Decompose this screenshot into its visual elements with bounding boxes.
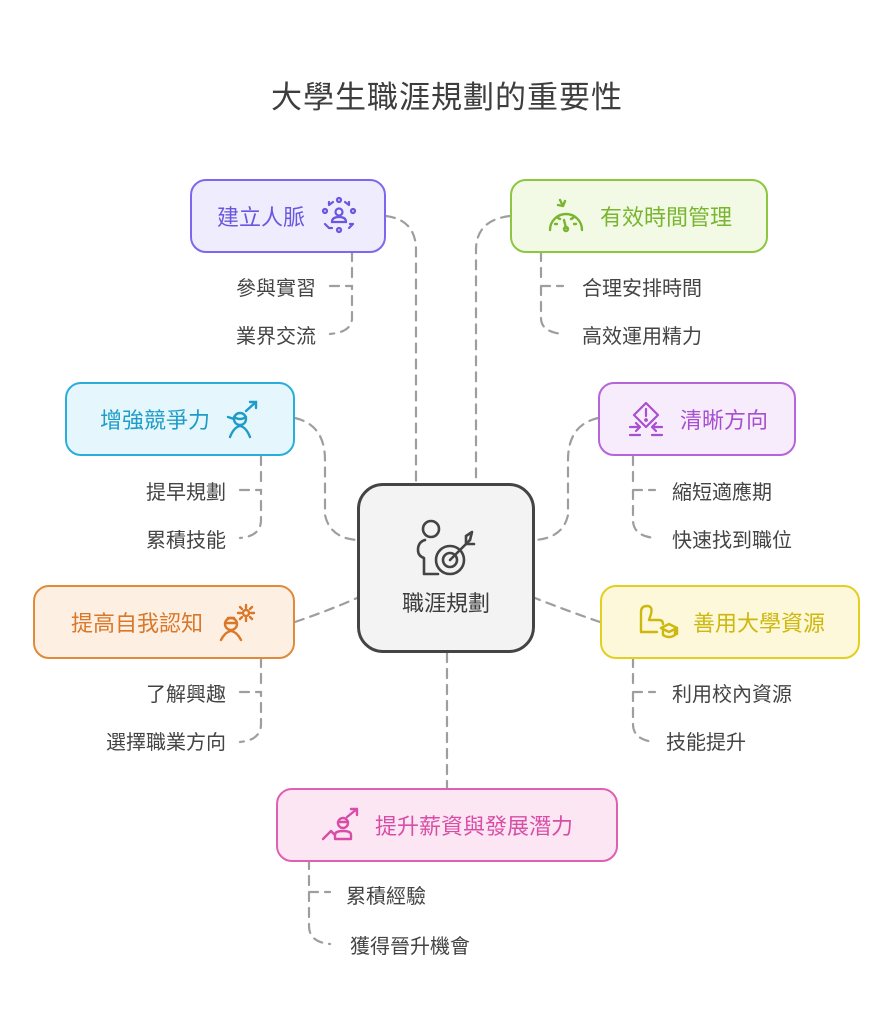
salary-child-1: 累積經驗: [346, 884, 426, 908]
connector-salary-children: [307, 858, 332, 946]
direction-child-2: 快速找到職位: [672, 528, 792, 552]
branch-resources[interactable]: 善用大學資源: [600, 585, 860, 659]
compete-child-2: 累積技能: [146, 528, 226, 552]
connector-center-selfaware: [293, 596, 359, 624]
connector-resources-children: [631, 656, 657, 744]
direction-child-1: 縮短適應期: [672, 480, 772, 504]
branch-direction[interactable]: 清晰方向: [598, 382, 796, 456]
resources-child-2: 技能提升: [666, 730, 746, 754]
selfaware-child-1: 了解興趣: [146, 682, 226, 706]
connector-network-children: [328, 250, 354, 336]
diagram-title: 大學生職涯規劃的重要性: [271, 80, 623, 116]
branch-salary[interactable]: 提升薪資與發展潛力: [276, 788, 618, 862]
connector-time-children: [539, 250, 565, 336]
compete-child-1: 提早規劃: [146, 480, 226, 504]
center-label: 職涯規劃: [401, 592, 490, 617]
career-growth-icon: [321, 807, 359, 841]
connector-compete-children: [238, 454, 263, 540]
network-child-2: 業界交流: [236, 324, 316, 348]
time-child-2: 高效運用精力: [582, 324, 702, 348]
branch-label: 提高自我認知: [70, 612, 203, 637]
connector-center-time: [474, 214, 512, 485]
branch-label: 善用大學資源: [692, 612, 825, 637]
branch-label: 清晰方向: [679, 409, 768, 434]
worker-gear-icon: [219, 603, 256, 642]
focus-alert-icon: [628, 401, 664, 437]
branch-time[interactable]: 有效時間管理: [510, 179, 768, 253]
branch-network[interactable]: 建立人脈: [190, 179, 386, 253]
time-child-1: 合理安排時間: [582, 276, 702, 300]
connector-selfaware-children: [238, 656, 263, 744]
person-target-icon: [416, 519, 476, 576]
branch-compete[interactable]: 增強競爭力: [65, 382, 295, 456]
connector-center-compete: [293, 416, 359, 542]
connector-center-network: [384, 214, 418, 485]
salary-child-2: 獲得晉升機會: [350, 934, 470, 958]
arm-graduation-icon: [639, 604, 679, 639]
branch-label: 提升薪資與發展潛力: [374, 815, 573, 840]
connector-direction-children: [631, 454, 657, 540]
connector-center-resources: [533, 596, 602, 624]
network-people-icon: [321, 196, 357, 234]
network-child-1: 參與實習: [236, 276, 316, 300]
selfaware-child-2: 選擇職業方向: [106, 730, 226, 754]
branch-selfaware[interactable]: 提高自我認知: [33, 585, 295, 659]
branch-label: 有效時間管理: [599, 206, 732, 231]
center-node[interactable]: 職涯規劃: [357, 483, 535, 653]
resources-child-1: 利用校內資源: [672, 682, 792, 706]
connector-center-direction: [533, 416, 600, 542]
person-growth-icon: [226, 400, 258, 439]
branch-label: 增強競爭力: [99, 409, 210, 434]
branch-label: 建立人脈: [216, 206, 305, 231]
speedometer-icon: [548, 198, 584, 233]
